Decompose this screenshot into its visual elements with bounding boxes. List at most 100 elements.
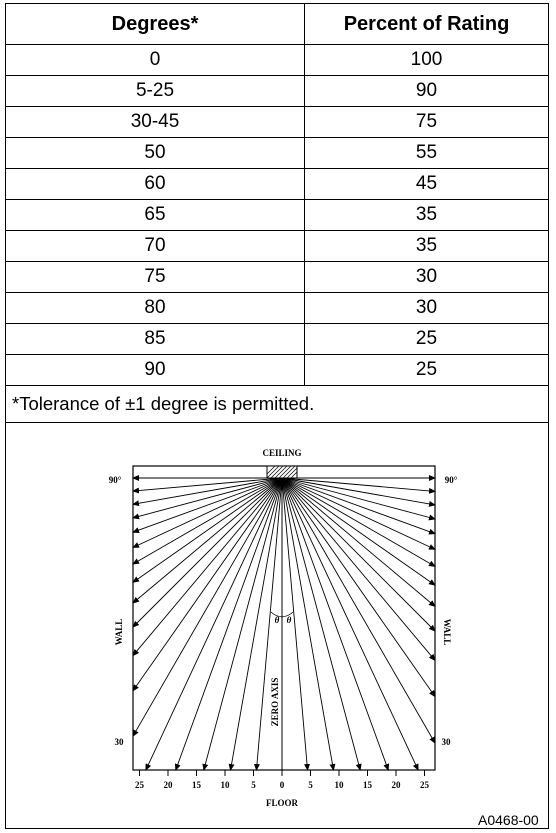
ray-line xyxy=(281,477,436,632)
ray-line xyxy=(281,477,436,744)
floor-tick-label: 25 xyxy=(135,780,145,790)
left-wall-label: WALL xyxy=(114,619,124,646)
right-wall-label: WALL xyxy=(442,619,452,646)
percent-cell: 35 xyxy=(304,230,549,262)
ray-group xyxy=(132,475,436,771)
ray-line xyxy=(281,477,419,771)
ray-line xyxy=(132,477,283,565)
ray-line xyxy=(132,477,283,494)
right-90-label: 90° xyxy=(445,475,458,485)
percent-cell: 25 xyxy=(304,354,549,386)
degrees-cell: 70 xyxy=(5,230,305,262)
footnote-row: *Tolerance of ±1 degree is permitted. xyxy=(5,385,549,423)
degrees-cell: 0 xyxy=(5,44,305,76)
floor-tick-label: 10 xyxy=(335,780,345,790)
theta-arc-left xyxy=(270,611,283,618)
floor-tick-label: 20 xyxy=(392,780,402,790)
floor-label: FLOOR xyxy=(266,798,299,808)
degrees-header: Degrees* xyxy=(5,3,305,45)
ray-line xyxy=(281,477,436,567)
ray-line xyxy=(132,477,283,533)
percent-cell: 30 xyxy=(304,292,549,324)
theta-right-symbol: θ xyxy=(287,615,292,625)
ray-line xyxy=(228,477,283,771)
ray-line xyxy=(281,477,436,662)
figure-id: A0468-00 xyxy=(478,812,539,828)
fixture-hatch xyxy=(266,465,298,479)
ceiling-label: CEILING xyxy=(262,448,301,458)
right-30-label: 30 xyxy=(442,737,452,747)
floor-tick-label: 10 xyxy=(221,780,231,790)
ray-line xyxy=(281,477,436,698)
ray-line xyxy=(281,477,311,771)
ray-line xyxy=(281,477,336,771)
percent-cell: 45 xyxy=(304,168,549,200)
ray-line xyxy=(132,477,283,737)
ray-line xyxy=(281,477,436,494)
theta-left-symbol: θ xyxy=(275,615,280,625)
left-30-label: 30 xyxy=(115,737,125,747)
floor-tick-label: 5 xyxy=(308,780,313,790)
ray-line xyxy=(281,477,436,521)
ray-line xyxy=(132,477,283,507)
ray-line xyxy=(132,477,283,520)
ray-line xyxy=(281,477,436,586)
floor-tick-group xyxy=(139,770,425,776)
tolerance-footnote: *Tolerance of ±1 degree is permitted. xyxy=(5,385,549,423)
degrees-cell: 50 xyxy=(5,137,305,169)
ray-line xyxy=(281,477,390,771)
light-distribution-diagram: CEILING FLOOR 90° 90° 30 30 WALL WALL ZE… xyxy=(109,448,458,808)
floor-tick-label: 5 xyxy=(251,780,256,790)
degrees-cell: 60 xyxy=(5,168,305,200)
percent-header: Percent of Rating xyxy=(304,3,549,45)
percent-cell: 75 xyxy=(304,106,549,138)
table-header-row: Degrees* Percent of Rating xyxy=(5,3,549,45)
percent-cell: 30 xyxy=(304,261,549,293)
floor-tick-label: 15 xyxy=(363,780,373,790)
floor-tick-label: 20 xyxy=(164,780,174,790)
degrees-cell: 75 xyxy=(5,261,305,293)
percent-cell: 55 xyxy=(304,137,549,169)
ray-line xyxy=(202,477,283,771)
degrees-cell: 30-45 xyxy=(5,106,305,138)
ray-line xyxy=(132,477,283,657)
ray-line xyxy=(132,477,283,604)
ray-line xyxy=(174,477,283,771)
ray-line xyxy=(132,477,283,628)
degrees-cell: 90 xyxy=(5,354,305,386)
zero-axis-label: ZERO AXIS xyxy=(270,678,280,727)
percent-cell: 100 xyxy=(304,44,549,76)
percent-cell: 25 xyxy=(304,323,549,355)
ray-line xyxy=(281,477,436,507)
percent-cell: 90 xyxy=(304,75,549,107)
ray-line xyxy=(281,477,436,550)
percent-cell: 35 xyxy=(304,199,549,231)
left-90-label: 90° xyxy=(109,475,122,485)
ray-line xyxy=(132,477,283,692)
degrees-cell: 5-25 xyxy=(5,75,305,107)
ray-line xyxy=(253,477,283,771)
degrees-cell: 85 xyxy=(5,323,305,355)
ray-line xyxy=(281,477,362,771)
ray-line xyxy=(281,477,436,608)
ray-line xyxy=(281,477,436,535)
ray-line xyxy=(132,477,283,583)
theta-arc-right xyxy=(281,611,294,618)
ray-line xyxy=(145,477,283,771)
degrees-cell: 65 xyxy=(5,199,305,231)
room-outline xyxy=(132,465,436,771)
degrees-cell: 80 xyxy=(5,292,305,324)
floor-tick-label: 25 xyxy=(420,780,430,790)
